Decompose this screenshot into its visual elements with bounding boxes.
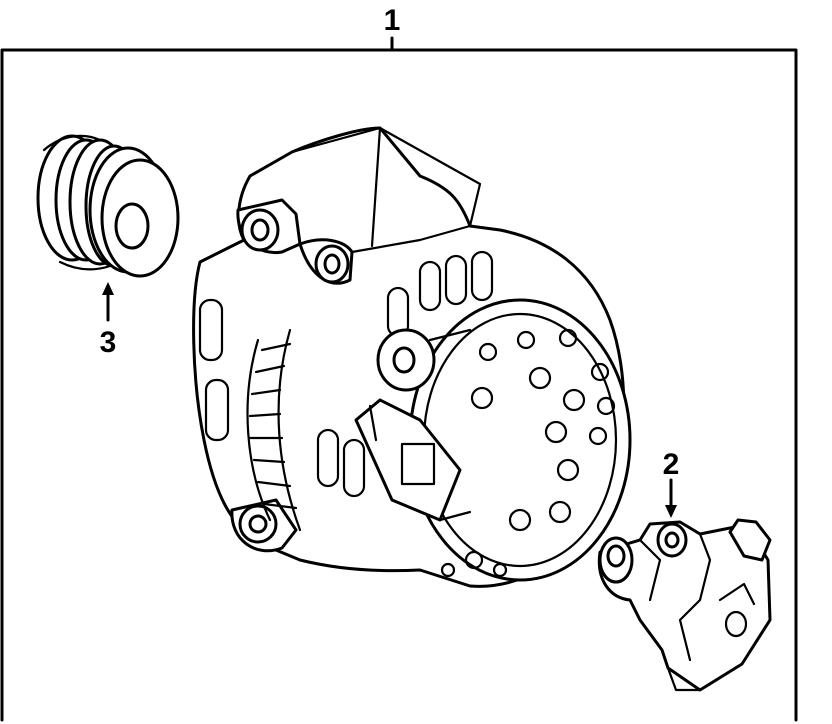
callout-1-label[interactable]: 1 [384,4,401,37]
callout-2-leader [665,478,677,518]
callout-3-leader [102,282,114,322]
rear-cover-vents [440,328,616,578]
assembly-frame [0,36,798,722]
alternator[interactable] [192,126,632,588]
callout-3-label[interactable]: 3 [100,326,117,359]
pulley[interactable] [36,134,180,278]
stator-fins [248,342,298,510]
voltage-regulator[interactable] [597,518,772,692]
callout-2-label[interactable]: 2 [663,448,680,481]
